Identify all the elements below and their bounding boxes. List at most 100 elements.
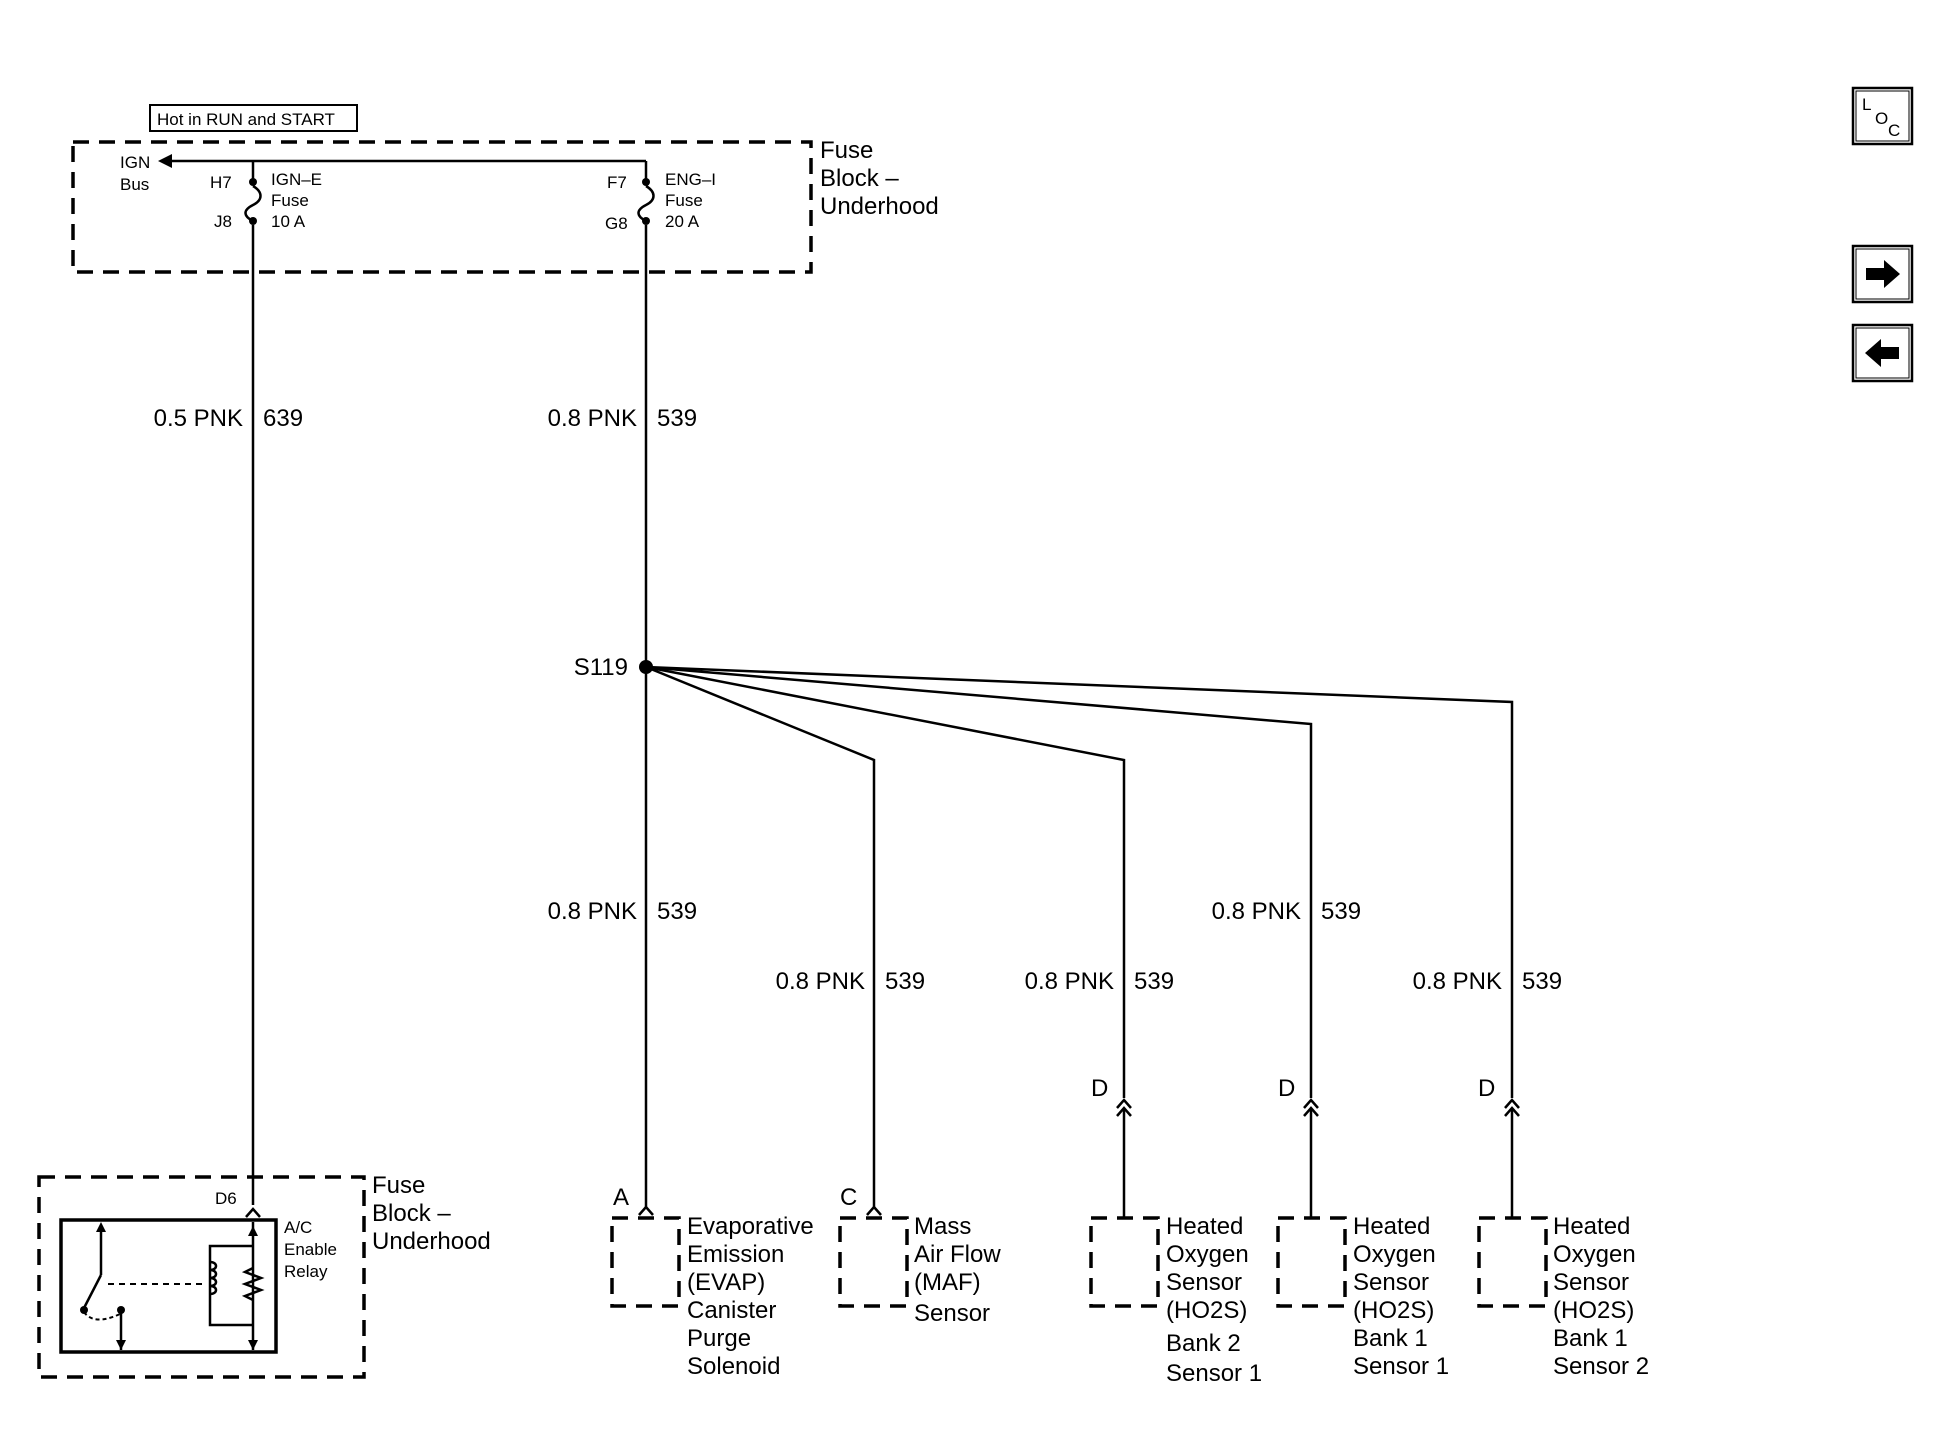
wire-639-circuit: 639 bbox=[263, 405, 303, 432]
loc-letter-l: L bbox=[1862, 95, 1871, 114]
relay-internals bbox=[80, 1222, 265, 1350]
ign-bus-label-1: IGN bbox=[120, 153, 150, 172]
ho2s-b1s1-line-3: Sensor bbox=[1353, 1269, 1429, 1296]
branch-ho2s-b1s2-line bbox=[645, 665, 1514, 1098]
component-ho2s-bank1-sensor1: D Heated Oxygen Sensor (HO2S) Bank 1 Sen… bbox=[1276, 1075, 1449, 1380]
relay-label-2: Enable bbox=[284, 1240, 337, 1259]
evap-line-3: (EVAP) bbox=[687, 1269, 765, 1296]
loc-letter-c: C bbox=[1888, 121, 1900, 140]
fuse-eng-i: F7 G8 ENG–I Fuse 20 A bbox=[605, 161, 716, 233]
ho2s-b2s1-outline bbox=[1089, 1216, 1160, 1308]
fuse-block-bottom-pin-d6: D6 bbox=[215, 1189, 237, 1208]
ho2s-b1s1-line-5: Bank 1 bbox=[1353, 1325, 1428, 1352]
wire-639: 0.5 PNK 639 bbox=[154, 225, 303, 1205]
fuse-block-top-outline bbox=[71, 140, 813, 274]
fuse-eng-i-symbol-icon bbox=[637, 184, 655, 223]
hot-label-box bbox=[149, 104, 358, 132]
branch-evap-gauge: 0.8 PNK bbox=[548, 898, 637, 925]
ign-bus-label-2: Bus bbox=[120, 175, 149, 194]
evap-connector-icon bbox=[638, 1205, 654, 1216]
loc-letter-o: O bbox=[1875, 109, 1888, 128]
branch-ho2s-b2s1-gauge: 0.8 PNK bbox=[1025, 968, 1114, 995]
component-maf-sensor: C Mass Air Flow (MAF) Sensor bbox=[838, 1184, 1001, 1327]
ho2s-b1s2-line-5: Bank 1 bbox=[1553, 1325, 1628, 1352]
hot-label: Hot in RUN and START bbox=[157, 110, 335, 129]
wire-539-top-circuit: 539 bbox=[657, 405, 697, 432]
previous-page-button[interactable] bbox=[1851, 323, 1914, 383]
splice-s119: S119 bbox=[574, 654, 653, 681]
ho2s-b1s1-line-2: Oxygen bbox=[1353, 1241, 1436, 1268]
branch-ho2s-b2s1-line bbox=[645, 665, 1126, 1098]
maf-line-4: Sensor bbox=[914, 1300, 990, 1327]
connector-d6-icon bbox=[245, 1207, 261, 1218]
ho2s-b1s1-line-4: (HO2S) bbox=[1353, 1297, 1434, 1324]
fuse-block-bottom-title-1: Fuse bbox=[372, 1172, 425, 1199]
ho2s-b1s2-line-1: Heated bbox=[1553, 1213, 1630, 1240]
ho2s-b1s1-outline bbox=[1276, 1216, 1347, 1308]
evap-line-4: Canister bbox=[687, 1297, 776, 1324]
fuse-eng-i-pin-in-dot bbox=[642, 178, 650, 186]
fuse-ign-e-pin-in-dot bbox=[249, 178, 257, 186]
relay-label-1: A/C bbox=[284, 1218, 312, 1237]
maf-line-1: Mass bbox=[914, 1213, 971, 1240]
relay-switch-icon bbox=[82, 1274, 103, 1309]
evap-pin: A bbox=[613, 1184, 629, 1211]
loc-button[interactable]: L O C bbox=[1851, 86, 1914, 146]
fuse-eng-i-pin-in: F7 bbox=[607, 173, 627, 192]
ho2s-b1s2-line-4: (HO2S) bbox=[1553, 1297, 1634, 1324]
maf-connector-icon bbox=[866, 1205, 882, 1216]
branch-evap-circuit: 539 bbox=[657, 898, 697, 925]
ho2s-b2s1-line-4: (HO2S) bbox=[1166, 1297, 1247, 1324]
fuse-ign-e-pin-out: J8 bbox=[214, 212, 232, 231]
fuse-eng-i-name: ENG–I bbox=[665, 170, 716, 189]
maf-line-2: Air Flow bbox=[914, 1241, 1001, 1268]
branch-ho2s-b1s2-gauge: 0.8 PNK bbox=[1413, 968, 1502, 995]
fuse-eng-i-pin-out-dot bbox=[642, 217, 650, 225]
ho2s-b2s1-line-5: Bank 2 bbox=[1166, 1330, 1241, 1357]
evap-outline bbox=[610, 1216, 681, 1308]
relay-coil-icon bbox=[209, 1260, 218, 1296]
wire-539-top-gauge: 0.8 PNK bbox=[548, 405, 637, 432]
fuse-block-underhood-bottom: Fuse Block – Underhood D6 A/C Enable Rel… bbox=[37, 1172, 491, 1379]
relay-resistor-icon bbox=[241, 1266, 265, 1302]
branch-ho2s-b1s1-gauge: 0.8 PNK bbox=[1212, 898, 1301, 925]
ac-enable-relay-box bbox=[59, 1218, 278, 1354]
maf-outline bbox=[838, 1216, 909, 1308]
fuse-block-underhood-top: Fuse Block – Underhood Hot in RUN and ST… bbox=[71, 104, 939, 274]
fuse-block-bottom-title-3: Underhood bbox=[372, 1228, 491, 1255]
evap-line-5: Purge bbox=[687, 1325, 751, 1352]
fuse-eng-i-rating: 20 A bbox=[665, 212, 700, 231]
ho2s-b1s1-pin: D bbox=[1278, 1075, 1295, 1102]
branch-ho2s-b1s2-circuit: 539 bbox=[1522, 968, 1562, 995]
branch-maf-circuit: 539 bbox=[885, 968, 925, 995]
ho2s-b2s1-line-2: Oxygen bbox=[1166, 1241, 1249, 1268]
component-ho2s-bank2-sensor1: D Heated Oxygen Sensor (HO2S) Bank 2 Sen… bbox=[1089, 1075, 1262, 1387]
ho2s-b2s1-line-1: Heated bbox=[1166, 1213, 1243, 1240]
evap-line-1: Evaporative bbox=[687, 1213, 814, 1240]
fuse-ign-e-name: IGN–E bbox=[271, 170, 322, 189]
splice-s119-label: S119 bbox=[574, 654, 628, 681]
ho2s-b1s1-line-6: Sensor 1 bbox=[1353, 1353, 1449, 1380]
branch-ho2s-b2s1-circuit: 539 bbox=[1134, 968, 1174, 995]
fuse-block-bottom-title-2: Block – bbox=[372, 1200, 451, 1227]
fuse-eng-i-pin-out: G8 bbox=[605, 214, 628, 233]
ign-bus-arrow-icon bbox=[158, 154, 172, 168]
fuse-eng-i-word: Fuse bbox=[665, 191, 703, 210]
ho2s-b1s2-pin: D bbox=[1478, 1075, 1495, 1102]
ho2s-b1s2-line-2: Oxygen bbox=[1553, 1241, 1636, 1268]
arrow-right-icon bbox=[1866, 260, 1900, 288]
fuse-ign-e-word: Fuse bbox=[271, 191, 309, 210]
wire-639-gauge: 0.5 PNK bbox=[154, 405, 243, 432]
next-page-button[interactable] bbox=[1851, 244, 1914, 304]
arrow-left-icon bbox=[1865, 339, 1899, 367]
fuse-ign-e-rating: 10 A bbox=[271, 212, 306, 231]
branch-maf-line bbox=[645, 665, 876, 1207]
branch-ho2s-b1s1-line bbox=[645, 665, 1313, 1098]
ho2s-b2s1-pin: D bbox=[1091, 1075, 1108, 1102]
ho2s-b1s2-line-3: Sensor bbox=[1553, 1269, 1629, 1296]
fuse-ign-e: H7 J8 IGN–E Fuse 10 A bbox=[210, 161, 322, 231]
ho2s-b2s1-line-3: Sensor bbox=[1166, 1269, 1242, 1296]
ho2s-b1s2-outline bbox=[1477, 1216, 1548, 1308]
branch-ho2s-b1s1-circuit: 539 bbox=[1321, 898, 1361, 925]
